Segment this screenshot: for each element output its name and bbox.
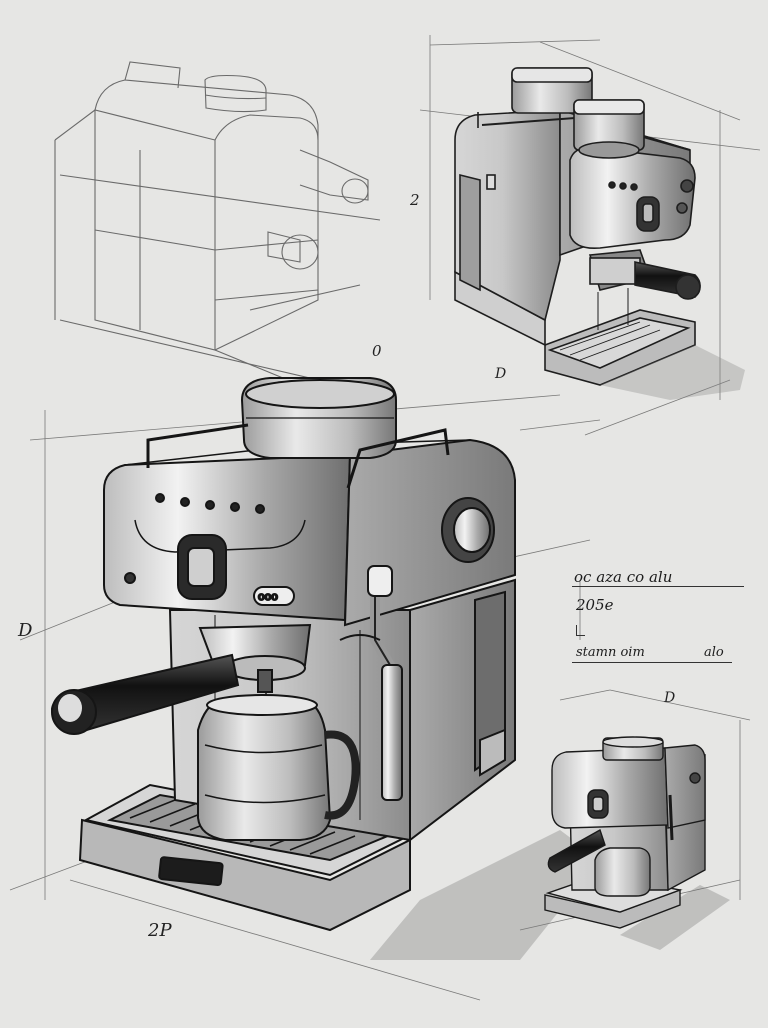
- mark-top-right-left: 2: [409, 191, 420, 209]
- note-line-3-right: alo: [704, 645, 724, 660]
- mark-top-right-bottom: D: [494, 366, 506, 382]
- note-tick: [576, 625, 585, 636]
- wireframe-sketch: [54, 61, 381, 386]
- mark-main-left: D: [17, 620, 33, 641]
- scribble-marks: 0 2 D D 2P D: [17, 191, 675, 941]
- brand-mark: ooo: [258, 590, 278, 603]
- note-underline-1: [572, 586, 744, 587]
- small-espresso-machine: [544, 736, 730, 950]
- mark-top-left-axis: 0: [372, 342, 382, 360]
- top-right-espresso-machine: [454, 67, 745, 400]
- note-line-1: oc aza co alu: [574, 568, 673, 586]
- mark-small-top: D: [663, 690, 675, 706]
- note-line-2: 205e: [576, 596, 614, 614]
- main-espresso-machine: ooo: [50, 377, 600, 960]
- note-underline-3: [572, 662, 732, 663]
- note-line-3-left: stamn oim: [576, 645, 645, 660]
- mark-main-bottom: 2P: [147, 920, 172, 941]
